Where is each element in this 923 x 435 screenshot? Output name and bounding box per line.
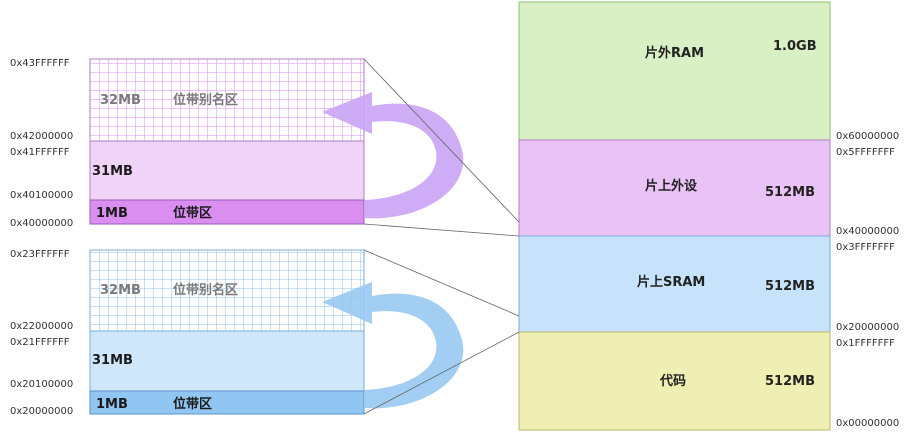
addr-ext-ram-start: 0x60000000	[836, 131, 899, 142]
addr-code-start: 0x00000000	[836, 418, 899, 429]
region-code	[518, 331, 831, 431]
sram-mid-size: 31MB	[92, 353, 133, 368]
peripheral-bitband-detail: 32MB 位带别名区 31MB 1MB 位带区 0x43FFFFFF 0x420…	[10, 58, 464, 229]
region-label-ext-ram: 片外RAM	[645, 45, 704, 61]
peripheral-mid-region	[89, 140, 365, 201]
sram-band-region	[89, 390, 365, 415]
sram-alias-region	[89, 249, 365, 332]
sram-bitband-arrow	[322, 282, 464, 409]
peripheral-bitband-arrow	[322, 92, 464, 219]
addr-sram-mid-top: 0x21FFFFFF	[10, 337, 70, 348]
addr-sram-end: 0x3FFFFFFF	[836, 242, 895, 253]
sram-band-name: 位带区	[173, 396, 212, 412]
peripheral-band-name: 位带区	[173, 205, 212, 221]
peripheral-band-size: 1MB	[96, 206, 128, 221]
peripheral-alias-name: 位带别名区	[173, 92, 238, 108]
addr-peripheral-band-bottom: 0x40000000	[10, 218, 73, 229]
addr-sram-alias-bottom: 0x22000000	[10, 321, 73, 332]
peripheral-alias-size: 32MB	[100, 93, 141, 108]
sram-alias-name: 位带别名区	[173, 282, 238, 298]
addr-sram-mid-bottom: 0x20100000	[10, 379, 73, 390]
sram-alias-size: 32MB	[100, 283, 141, 298]
sram-band-size: 1MB	[96, 397, 128, 412]
connector-peripheral-top	[363, 58, 520, 223]
region-label-sram: 片上SRAM	[637, 274, 705, 290]
addr-peripheral-mid-top: 0x41FFFFFF	[10, 147, 70, 158]
peripheral-alias-region	[89, 58, 365, 142]
region-ext-ram	[518, 1, 831, 141]
peripheral-mid-size: 31MB	[92, 164, 133, 179]
addr-sram-alias-top: 0x23FFFFFF	[10, 249, 70, 260]
region-peripheral	[518, 139, 831, 237]
connector-sram-top	[363, 249, 520, 317]
sram-mid-region	[89, 330, 365, 392]
connector-peripheral-bottom	[363, 223, 520, 237]
addr-peripheral-start: 0x40000000	[836, 226, 899, 237]
region-size-sram: 512MB	[765, 279, 815, 294]
addr-peripheral-mid-bottom: 0x40100000	[10, 190, 73, 201]
addr-peripheral-alias-top: 0x43FFFFFF	[10, 58, 70, 69]
region-label-peripheral: 片上外设	[645, 178, 698, 194]
peripheral-band-region	[89, 199, 365, 225]
region-label-code: 代码	[659, 373, 686, 389]
addr-peripheral-alias-bottom: 0x42000000	[10, 131, 73, 142]
region-size-ext-ram: 1.0GB	[773, 39, 817, 54]
addr-sram-start: 0x20000000	[836, 322, 899, 333]
sram-bitband-detail: 32MB 位带别名区 31MB 1MB 位带区 0x23FFFFFF 0x220…	[10, 249, 464, 417]
region-size-peripheral: 512MB	[765, 185, 815, 200]
addr-peripheral-end: 0x5FFFFFFF	[836, 147, 895, 158]
region-size-code: 512MB	[765, 374, 815, 389]
addr-code-end: 0x1FFFFFFF	[836, 338, 895, 349]
region-sram	[518, 235, 831, 333]
connector-lines	[363, 58, 520, 415]
memory-map-column: 片外RAM 1.0GB 片上外设 512MB 片上SRAM 512MB 代码 5…	[518, 1, 899, 431]
connector-sram-bottom	[363, 331, 520, 415]
addr-sram-band-bottom: 0x20000000	[10, 406, 73, 417]
